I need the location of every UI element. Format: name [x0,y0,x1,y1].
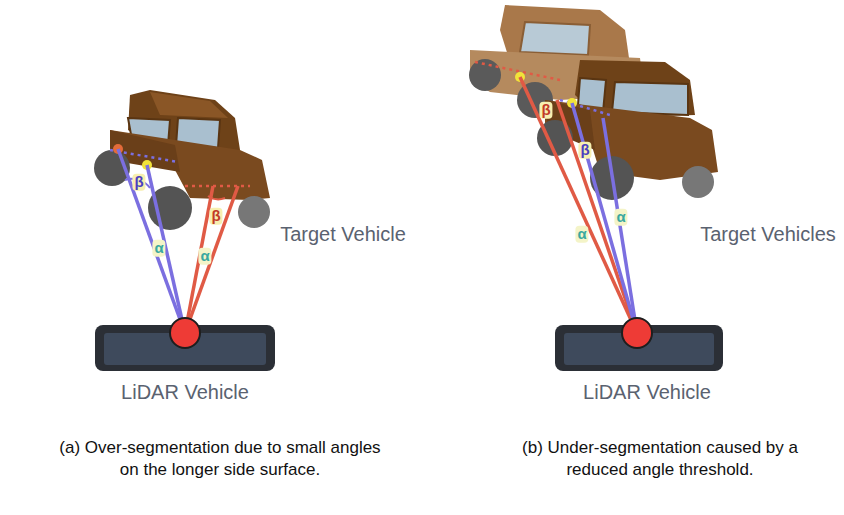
angle-alpha: α [614,209,627,226]
vehicle-label: Target Vehicles [700,223,836,246]
angle-beta: β [539,102,552,119]
vehicle-label: Target Vehicle [280,223,406,246]
caption: (a) Over-segmentation due to small angle… [55,437,385,481]
angle-beta: β [578,142,591,159]
angle-beta: β [209,208,222,225]
vehicle-label: LiDAR Vehicle [121,381,249,404]
vehicle-label: LiDAR Vehicle [583,381,711,404]
angle-alpha: α [198,248,211,265]
angle-alpha: α [575,226,588,243]
angle-beta: β [132,174,145,191]
angle-alpha: α [152,240,165,257]
target-vehicle [537,60,718,200]
caption: (b) Under-segmentation caused by a reduc… [495,437,825,481]
